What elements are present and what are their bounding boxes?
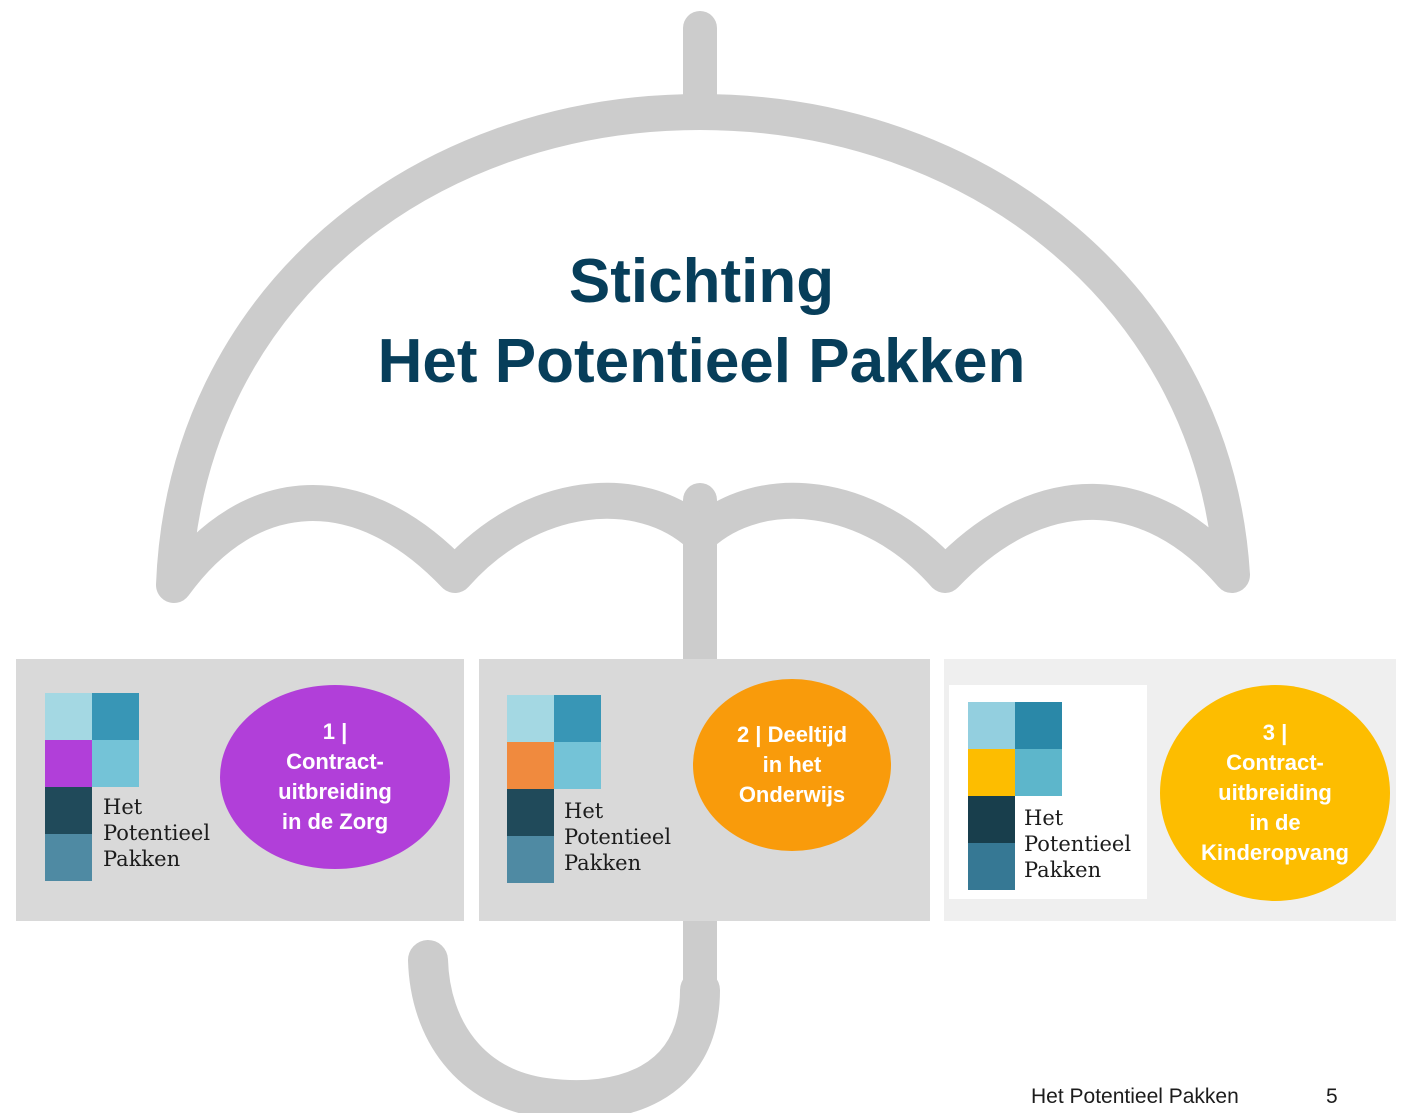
logo-square [45,693,92,740]
program-badge-onderwijs: 2 | Deeltijd in het Onderwijs [693,679,891,851]
logo-square [507,742,554,789]
logo-square [1015,702,1062,749]
logo-wordmark: Het Potentieel Pakken [103,795,211,871]
logo-square [1015,749,1062,796]
logo-square [968,796,1015,843]
logo-square [45,740,92,787]
logo-square [968,749,1015,796]
logo-square [507,695,554,742]
logo-square [968,843,1015,890]
page-title: Stichting Het Potentieel Pakken [0,242,1403,402]
logo-wordmark: Het Potentieel Pakken [1024,806,1132,882]
logo-square [92,740,139,787]
footer-label: Het Potentieel Pakken [1031,1085,1239,1108]
title-line-2: Het Potentieel Pakken [377,327,1026,396]
program-card-onderwijs: Het Potentieel Pakken 2 | Deeltijd in he… [479,659,930,921]
logo-square [45,834,92,881]
program-badge-zorg: 1 | Contract- uitbreiding in de Zorg [220,685,450,869]
program-badge-kinderopvang: 3 | Contract- uitbreiding in de Kinderop… [1160,685,1390,901]
het-potentieel-pakken-logo: Het Potentieel Pakken [45,693,245,883]
logo-square [968,702,1015,749]
logo-square [92,693,139,740]
logo-square [554,742,601,789]
program-card-kinderopvang: Het Potentieel Pakken 3 | Contract- uitb… [944,659,1396,921]
title-line-1: Stichting [568,247,835,316]
logo-square [507,836,554,883]
program-card-zorg: Het Potentieel Pakken 1 | Contract- uitb… [16,659,464,921]
het-potentieel-pakken-logo: Het Potentieel Pakken [507,695,707,885]
logo-wordmark: Het Potentieel Pakken [564,799,672,875]
logo-square [507,789,554,836]
page-number: 5 [1326,1085,1338,1108]
logo-square [554,695,601,742]
het-potentieel-pakken-logo: Het Potentieel Pakken [968,702,1168,892]
logo-square [45,787,92,834]
